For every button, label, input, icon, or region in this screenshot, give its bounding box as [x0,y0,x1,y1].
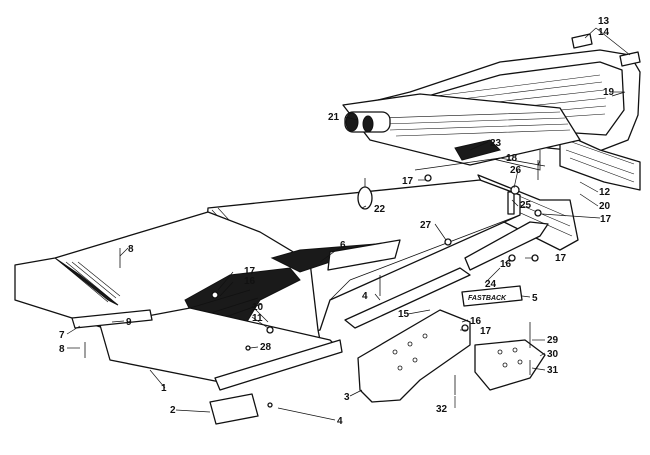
leader-lines [66,27,631,421]
screw-19 [611,91,626,97]
callout-4a: 4 [337,416,343,427]
plug-22 [357,186,373,210]
fastback-badge: FASTBACK [461,285,523,307]
callout-16b: 16 [500,259,512,270]
callout-12: 12 [599,187,611,198]
callout-13: 13 [598,16,610,27]
callout-28: 28 [260,342,272,353]
callout-21: 21 [328,112,340,123]
callout-27: 27 [420,220,432,231]
callout-17c: 17 [600,214,612,225]
rivet-28 [245,345,251,351]
footrest-plate [474,339,546,391]
callout-1: 1 [161,383,167,394]
callout-32: 32 [436,404,448,415]
callout-25: 25 [520,200,532,211]
reflector-2 [209,393,259,425]
callout-17d: 17 [555,253,567,264]
mount-bracket [357,309,471,403]
callout-29: 29 [547,335,559,346]
callout-18: 18 [506,153,518,164]
nut-17a [424,174,432,182]
tail-light-lens [342,93,581,171]
hardware [84,91,626,408]
callout-31: 31 [547,365,559,376]
callout-2: 2 [170,405,176,416]
hood-logo-text: EFI [348,251,367,265]
callout-14: 14 [598,27,610,38]
callout-5: 5 [532,293,538,304]
callout-8a: 8 [128,244,134,255]
running-board-rail [344,267,471,329]
callout-15: 15 [398,309,410,320]
callout-8b: 8 [59,344,65,355]
callout-16a: 16 [244,276,256,287]
washer-26 [510,185,520,195]
callout-9: 9 [126,317,132,328]
nut-17e [461,324,469,332]
washer-16 [508,254,516,262]
callout-4b: 4 [362,291,368,302]
side-rail [71,309,153,329]
floor-panel [99,307,343,391]
callout-11: 11 [252,313,263,324]
callouts: 1 2 3 4 4 5 6 7 8 8 9 10 11 12 13 14 15 … [59,16,615,427]
callout-26: 26 [510,165,522,176]
reflector-decals [571,33,641,67]
hood-with-logo: EFI [270,239,401,273]
rivet-27 [444,238,452,246]
screw-11 [266,326,274,334]
callout-20: 20 [599,201,611,212]
fastback-badge-text: FASTBACK [468,295,507,302]
callout-23: 23 [490,138,502,149]
callout-16c: 16 [470,316,482,327]
callout-17a: 17 [244,266,256,277]
callout-6: 6 [340,240,346,251]
callout-30: 30 [547,349,559,360]
bumper-end-caps [344,111,391,133]
callout-19: 19 [603,87,615,98]
callout-10: 10 [252,302,264,313]
callout-22: 22 [374,204,386,215]
callout-24: 24 [485,279,497,290]
callout-17b: 17 [402,176,414,187]
callout-3: 3 [344,392,350,403]
callout-7: 7 [59,330,65,341]
nut-17b [534,209,542,217]
rivet-4b [267,402,273,408]
nut-17d [211,291,219,299]
callout-17e: 17 [480,326,492,337]
